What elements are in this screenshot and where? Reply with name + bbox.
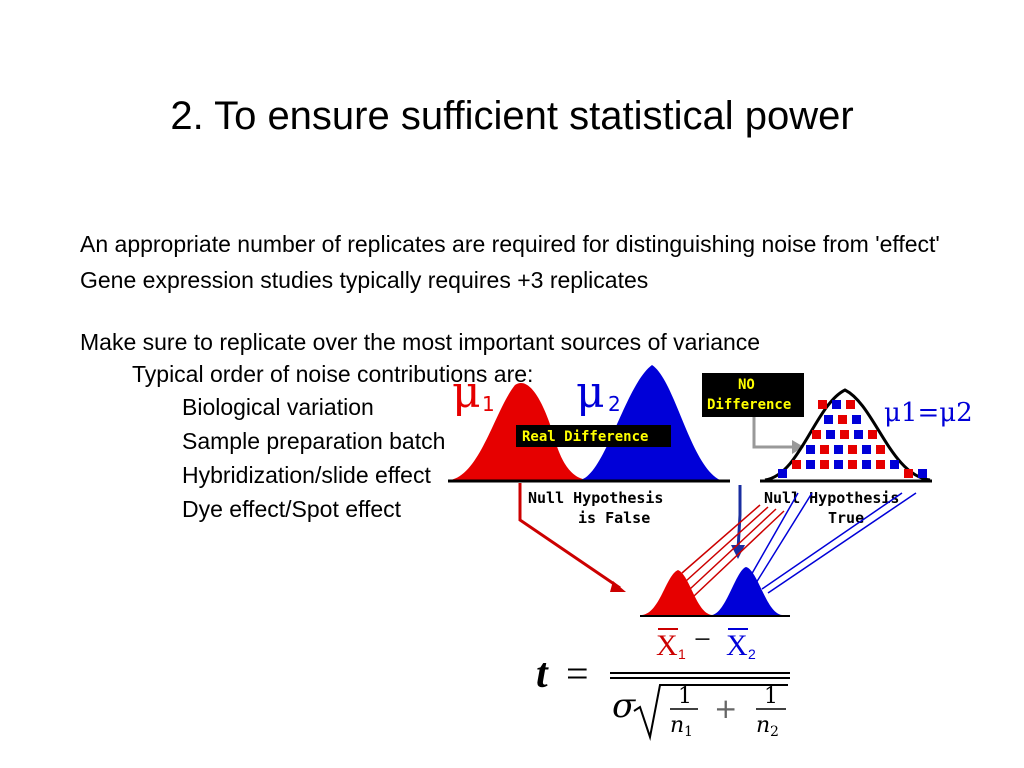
real-difference-box [516, 425, 671, 447]
xbar1: X [656, 629, 678, 662]
mu2-symbol: μ [576, 367, 605, 418]
right-bell-outline [764, 388, 931, 482]
null-true-line2: True [828, 509, 864, 527]
n2-sub: 2 [770, 724, 779, 740]
one-b: 1 [764, 684, 778, 709]
arrows [518, 483, 917, 597]
formula-equals: = [566, 651, 589, 696]
no-difference-line2: Difference [707, 397, 791, 413]
real-difference-label: Real Difference [522, 429, 648, 445]
paragraph-gene-expression: Gene expression studies typically requir… [80, 267, 649, 293]
grey-pointer-head [792, 440, 804, 454]
radical [633, 684, 788, 741]
paragraph-replicates: An appropriate number of replicates are … [80, 231, 940, 257]
red-sample-distribution [642, 570, 712, 615]
blue-distribution [580, 365, 720, 480]
null-false-line2: is False [578, 509, 650, 527]
minus-sign: − [694, 623, 711, 656]
one-a: 1 [678, 684, 692, 709]
xbar2-sub: 2 [748, 646, 756, 662]
mu-equal-label: μ1=μ2 [884, 398, 973, 428]
xbar2: X [726, 629, 748, 662]
list-item-sample-prep: Sample preparation batch [182, 428, 446, 454]
paragraph-noise-order: Typical order of noise contributions are… [132, 361, 534, 387]
no-difference-line1: NO [738, 377, 755, 393]
mu1-subscript: 1 [482, 392, 495, 416]
n2: n [756, 713, 770, 738]
list-item-hybridization: Hybridization/slide effect [182, 462, 431, 488]
formula-t: t [536, 651, 548, 697]
list-item-biological: Biological variation [182, 394, 374, 420]
grey-pointer [752, 417, 794, 449]
list-item-dye: Dye effect/Spot effect [182, 496, 402, 522]
slide-title: 2. To ensure sufficient statistical powe… [170, 94, 854, 138]
blue-sample-distribution [712, 567, 782, 615]
distributions-diagram: Real Difference μ 1 μ 2 Null Hypothesis … [448, 365, 973, 741]
power-illustration: Real Difference μ 1 μ 2 Null Hypothesis … [420, 345, 980, 755]
n1-sub: 1 [684, 724, 693, 740]
sigma: σ [612, 686, 636, 726]
xbar1-sub: 1 [678, 646, 686, 662]
mu1-symbol: μ [452, 367, 481, 418]
plus-sign: + [714, 692, 737, 725]
sample-squares [778, 400, 927, 478]
null-false-line1: Null Hypothesis [528, 489, 663, 507]
mu2-subscript: 2 [608, 392, 621, 416]
slide-body: An appropriate number of replicates are … [80, 228, 960, 526]
no-difference-box [702, 373, 804, 417]
paragraph-variance: Make sure to replicate over the most imp… [80, 329, 761, 355]
n1: n [670, 713, 684, 738]
